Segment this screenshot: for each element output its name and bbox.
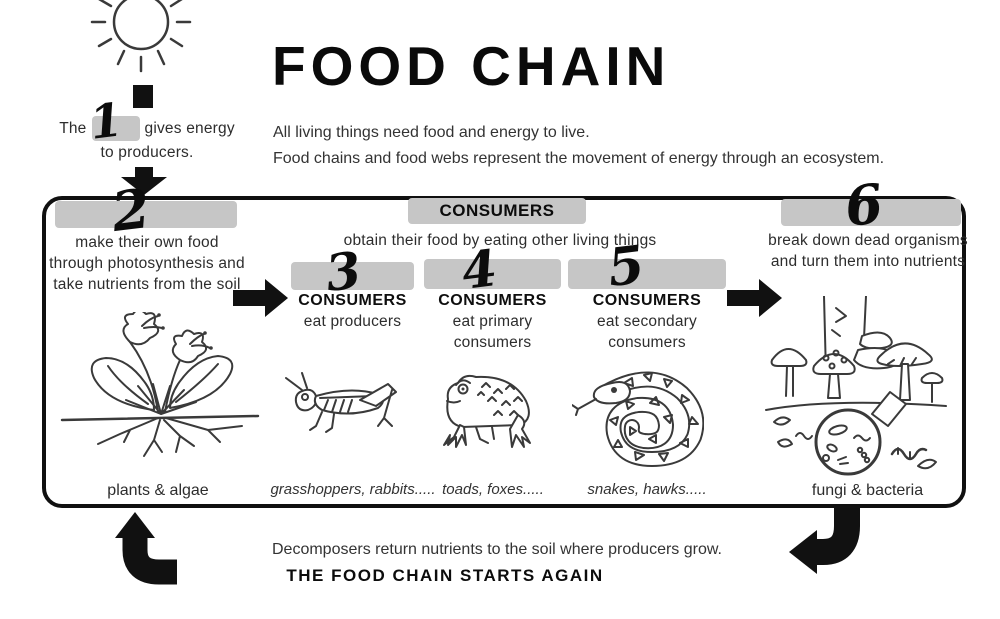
- right-arrow-icon-1: [233, 277, 288, 319]
- blank-4[interactable]: [424, 259, 561, 289]
- secondary-consumers-description: eat primary consumers: [452, 313, 533, 351]
- intro-post: gives energy: [144, 120, 235, 137]
- intro-pre: The: [59, 120, 87, 137]
- plant-illustration: [58, 312, 263, 464]
- footer-line1: Decomposers return nutrients to the soil…: [272, 541, 722, 558]
- blank-6[interactable]: [781, 199, 961, 226]
- primary-consumers-description: eat producers: [303, 313, 402, 330]
- tertiary-examples: snakes, hawks.....: [587, 481, 707, 498]
- primary-examples: grasshoppers, rabbits.....: [270, 481, 436, 498]
- intro-sentence: The gives energy to producers.: [52, 115, 242, 163]
- subtitle-line2: Food chains and food webs represent the …: [273, 150, 885, 167]
- tertiary-consumers-label: CONSUMERS: [592, 292, 702, 309]
- snake-illustration: [572, 365, 704, 467]
- decomposers-description: break down dead organisms and turn them …: [768, 232, 968, 270]
- sun-icon: [78, 0, 208, 80]
- footer-line2: THE FOOD CHAIN STARTS AGAIN: [286, 566, 604, 585]
- right-arrow-icon-2: [727, 277, 782, 319]
- blank-3[interactable]: [291, 262, 414, 290]
- producers-description: make their own food through photosynthes…: [49, 234, 245, 293]
- toad-illustration: [432, 365, 540, 450]
- decomposers-examples: fungi & bacteria: [811, 482, 924, 499]
- blank-2[interactable]: [55, 201, 237, 228]
- cycle-arrow-up-icon: [113, 510, 181, 590]
- consumers-subheader: obtain their food by eating other living…: [343, 232, 657, 249]
- grasshopper-illustration: [280, 370, 425, 438]
- secondary-consumers-label: CONSUMERS: [438, 292, 547, 309]
- tertiary-consumers-description: eat secondary consumers: [597, 313, 697, 351]
- secondary-examples: toads, foxes.....: [442, 481, 544, 498]
- subtitle-line1: All living things need food and energy t…: [273, 124, 590, 141]
- page-title: FOOD CHAIN: [272, 35, 671, 97]
- blank-5[interactable]: [568, 259, 726, 289]
- fungi-bacteria-illustration: [762, 296, 950, 480]
- primary-consumers-label: CONSUMERS: [298, 292, 407, 309]
- cycle-arrow-down-icon: [785, 506, 869, 580]
- sun-arrow-segment: [133, 85, 153, 108]
- subtitle: All living things need food and energy t…: [273, 120, 884, 172]
- producers-examples: plants & algae: [107, 482, 209, 499]
- blank-1[interactable]: [91, 116, 140, 141]
- intro-line2: to producers.: [100, 144, 194, 161]
- down-arrow-icon: [121, 167, 167, 195]
- consumers-header: CONSUMERS: [408, 198, 586, 224]
